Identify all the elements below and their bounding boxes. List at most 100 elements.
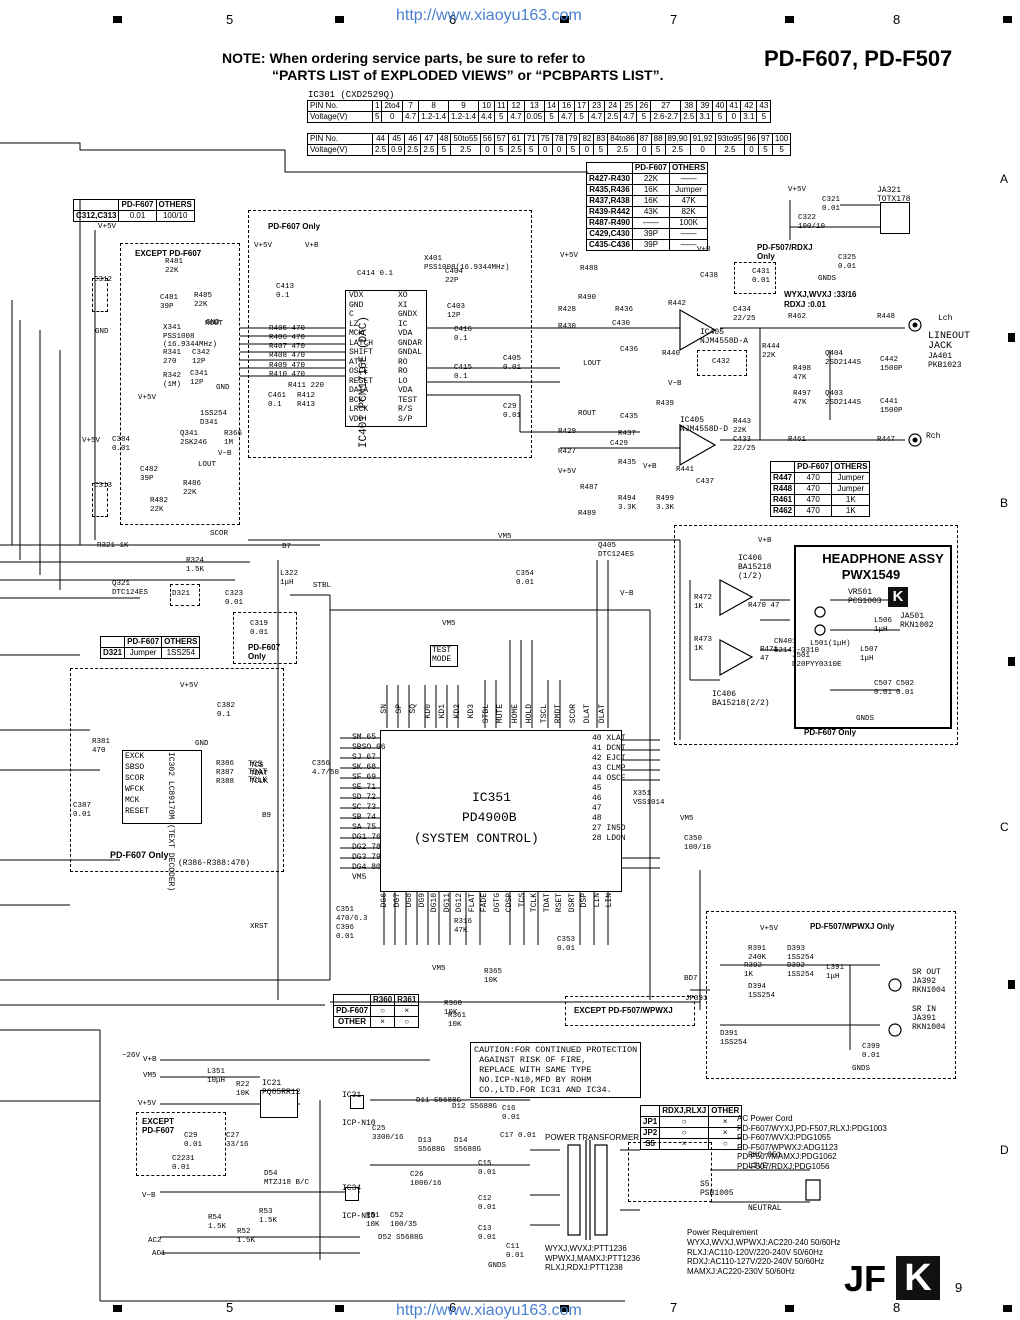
transformer-note: WYXJ,WVXJ:PTT1236 WPWXJ,MAMXJ:PTT1236 RL… <box>545 1244 641 1272</box>
test-mode-label: TEST MODE <box>432 646 452 664</box>
row-letter: D <box>1000 1143 1009 1157</box>
pin-number-cell: 7 <box>402 100 420 112</box>
component-label: R381 470 <box>92 738 111 755</box>
pin-number-cell: 8 <box>418 100 450 112</box>
component-label: Q341 2SK246 <box>180 430 208 447</box>
component-label: 1SS254 D341 <box>200 410 228 427</box>
net-label: XRST <box>250 923 269 931</box>
table-cell: C312,C313 <box>72 210 120 222</box>
table-cell: —— <box>668 228 709 240</box>
component-label: R436 <box>615 306 634 314</box>
component-label: C29 0.01 <box>184 1132 203 1149</box>
pin-number-cell: 71 <box>523 133 539 145</box>
ic-pin-label: SJ 67 <box>352 753 377 762</box>
net-label: ROUT <box>578 410 597 418</box>
pin-number-cell: 96 <box>744 133 759 145</box>
pin-number-cell: 27 <box>650 100 682 112</box>
component-label: R409 470 <box>269 362 306 370</box>
net-label: LOUT <box>583 360 602 368</box>
lineout-jack-label: LINEOUT JACK <box>928 331 971 352</box>
table-header-cell <box>72 199 120 211</box>
component-label: R412 <box>297 392 316 400</box>
jf-badge: JF <box>836 1258 894 1300</box>
registration-mark <box>560 1305 569 1312</box>
net-label: GNDS <box>818 275 837 283</box>
ic-pin-label: RESET <box>125 807 150 816</box>
voltage-cell: 2.5 <box>404 144 422 156</box>
pin-number-cell: 82 <box>579 133 595 145</box>
component-label: C322 100/10 <box>798 214 826 231</box>
voltage-cell: 2.5 <box>507 144 525 156</box>
net-label: B7 <box>282 543 292 551</box>
component-label: R411 220 <box>288 382 325 390</box>
component-label: C461 0.1 <box>268 392 287 409</box>
net-label: V+B <box>143 1056 157 1064</box>
ic-pin-label: DG7 <box>392 893 402 908</box>
pin-number-cell: 38 <box>680 100 698 112</box>
ic-pin-label: DG11 <box>442 893 452 913</box>
component-label: R489 <box>578 510 597 518</box>
component-label: D52 S5688G <box>378 1234 424 1242</box>
table-cell: 1SS254 <box>161 647 201 659</box>
pin-number-cell: 97 <box>757 133 773 145</box>
ic31-label: IC31 ICP-N10 <box>342 1091 376 1128</box>
ic-pin-label: DG3 79 <box>352 853 381 862</box>
voltage-cell: 5 <box>756 111 772 123</box>
table-header-cell: OTHERS <box>668 162 709 174</box>
component-label: C382 0.1 <box>217 702 236 719</box>
ic-pin-label: MUTE <box>496 704 505 724</box>
ic302-label: IC302 LC89170M (TEXT DECODER) <box>166 752 175 891</box>
voltage-cell: 1.2-1.4 <box>448 111 479 123</box>
component-label: R386 <box>216 760 235 768</box>
ic34-fuse <box>345 1187 359 1201</box>
watermark-url: http://www.xiaoyu163.com <box>396 1302 582 1319</box>
component-label: C414 0.1 <box>357 270 394 278</box>
component-label: R439 <box>656 400 675 408</box>
ic-pin-label: IC <box>398 319 408 329</box>
component-label: R392 1K <box>744 962 763 979</box>
voltage-cell: 0 <box>744 144 759 156</box>
vplus-pdf607-label: PD-F607 Only <box>248 643 281 661</box>
pin-number-cell: 50to55 <box>450 133 481 145</box>
ic-pin-label: DLAT <box>583 704 592 724</box>
table-row: PD-F607○× <box>332 1005 420 1017</box>
component-label: R429 <box>558 428 577 436</box>
table-cell: PD-F607 <box>332 1005 372 1017</box>
ic-pin-label: SN <box>380 704 389 714</box>
ic-pin-label: C <box>349 310 354 319</box>
net-label: V+5V <box>760 925 779 933</box>
pin-label: PIN No. <box>307 100 373 112</box>
component-label: R54 1.5K <box>208 1214 227 1231</box>
pin-number-cell: 17 <box>574 100 590 112</box>
ic-pin-label: LIN <box>605 893 614 908</box>
component-label: D394 1SS254 <box>748 983 776 1000</box>
ic302-func-text: (TEXT DECODER) <box>166 824 175 892</box>
component-label: R473 1K <box>694 636 713 653</box>
ic-pin-label: DG9 <box>417 893 427 908</box>
voltage-cell: 2.6-2.7 <box>650 111 682 123</box>
ic-pin-label: 46 <box>592 794 602 803</box>
except-wpwxj-label: EXCEPT PD-F507/WPWXJ <box>574 1006 673 1015</box>
component-label: D391 1SS254 <box>720 1030 748 1047</box>
table-cell: ○ <box>659 1116 710 1128</box>
registration-mark <box>560 16 569 23</box>
table-row: OTHER×○ <box>332 1016 420 1028</box>
component-label: C482 39P <box>140 466 159 483</box>
voltage-cell: 2.5 <box>450 144 481 156</box>
pin-number-cell: 13 <box>523 100 546 112</box>
component-label: R471 47 <box>760 646 779 663</box>
table-cell: R461 <box>769 494 796 506</box>
registration-mark <box>1003 1305 1012 1312</box>
ic302-note: (R386-R388:470) <box>178 859 251 868</box>
component-label: R408 470 <box>269 352 306 360</box>
ic-pin-label: DLAT <box>597 704 607 724</box>
table-header-cell: PD-F607 <box>118 199 157 211</box>
ic-pin-label: VDX <box>349 291 364 300</box>
ic-pin-label: DG4 80 <box>352 863 381 872</box>
voltage-cell: 0 <box>726 111 742 123</box>
power-transformer-label: POWER TRANSFORMER <box>545 1133 640 1142</box>
table-header-cell <box>586 162 633 174</box>
component-label: C350 100/10 <box>684 835 712 852</box>
